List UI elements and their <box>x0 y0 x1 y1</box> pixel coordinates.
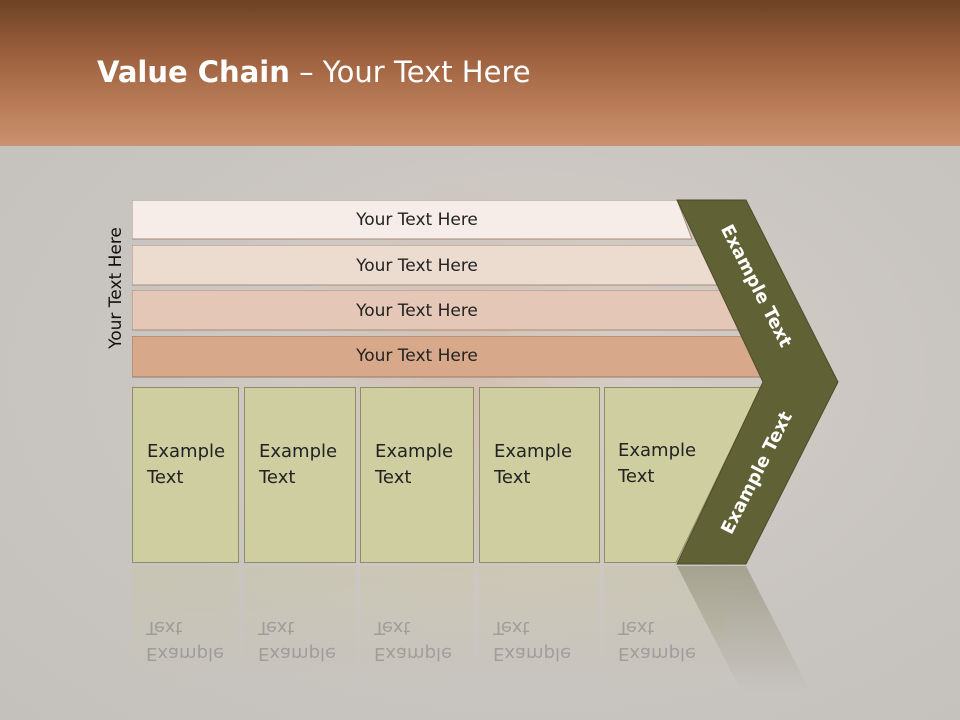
value-bar-4: Your Text Here <box>132 336 767 378</box>
example-box-1-label: Example Text <box>147 441 226 488</box>
slide-title-rest: – Your Text Here <box>289 55 531 89</box>
value-bar-1: Your Text Here <box>132 200 697 240</box>
value-bar-2-label: Your Text Here <box>356 256 478 276</box>
example-box-5: Example Text <box>604 387 764 563</box>
slide-title-bold: Value Chain <box>97 55 290 89</box>
value-bar-3-label: Your Text Here <box>356 301 478 321</box>
example-box-3: Example Text <box>360 387 474 563</box>
example-box-2: Example Text <box>244 387 356 563</box>
value-bar-4-label: Your Text Here <box>356 346 478 366</box>
example-box-1: Example Text <box>132 387 239 563</box>
header-banner: Value Chain – Your Text Here <box>0 0 960 146</box>
example-box-5-label: Example Text <box>618 440 697 487</box>
reflection: Example Text Example Text Example Text E… <box>0 566 960 720</box>
example-box-4: Example Text <box>479 387 600 563</box>
value-bar-1-label: Your Text Here <box>356 210 478 230</box>
example-box-3-label: Example Text <box>375 441 454 488</box>
slide-title: Value Chain – Your Text Here <box>97 55 531 89</box>
example-box-2-label: Example Text <box>259 441 338 488</box>
example-box-4-label: Example Text <box>494 441 573 488</box>
